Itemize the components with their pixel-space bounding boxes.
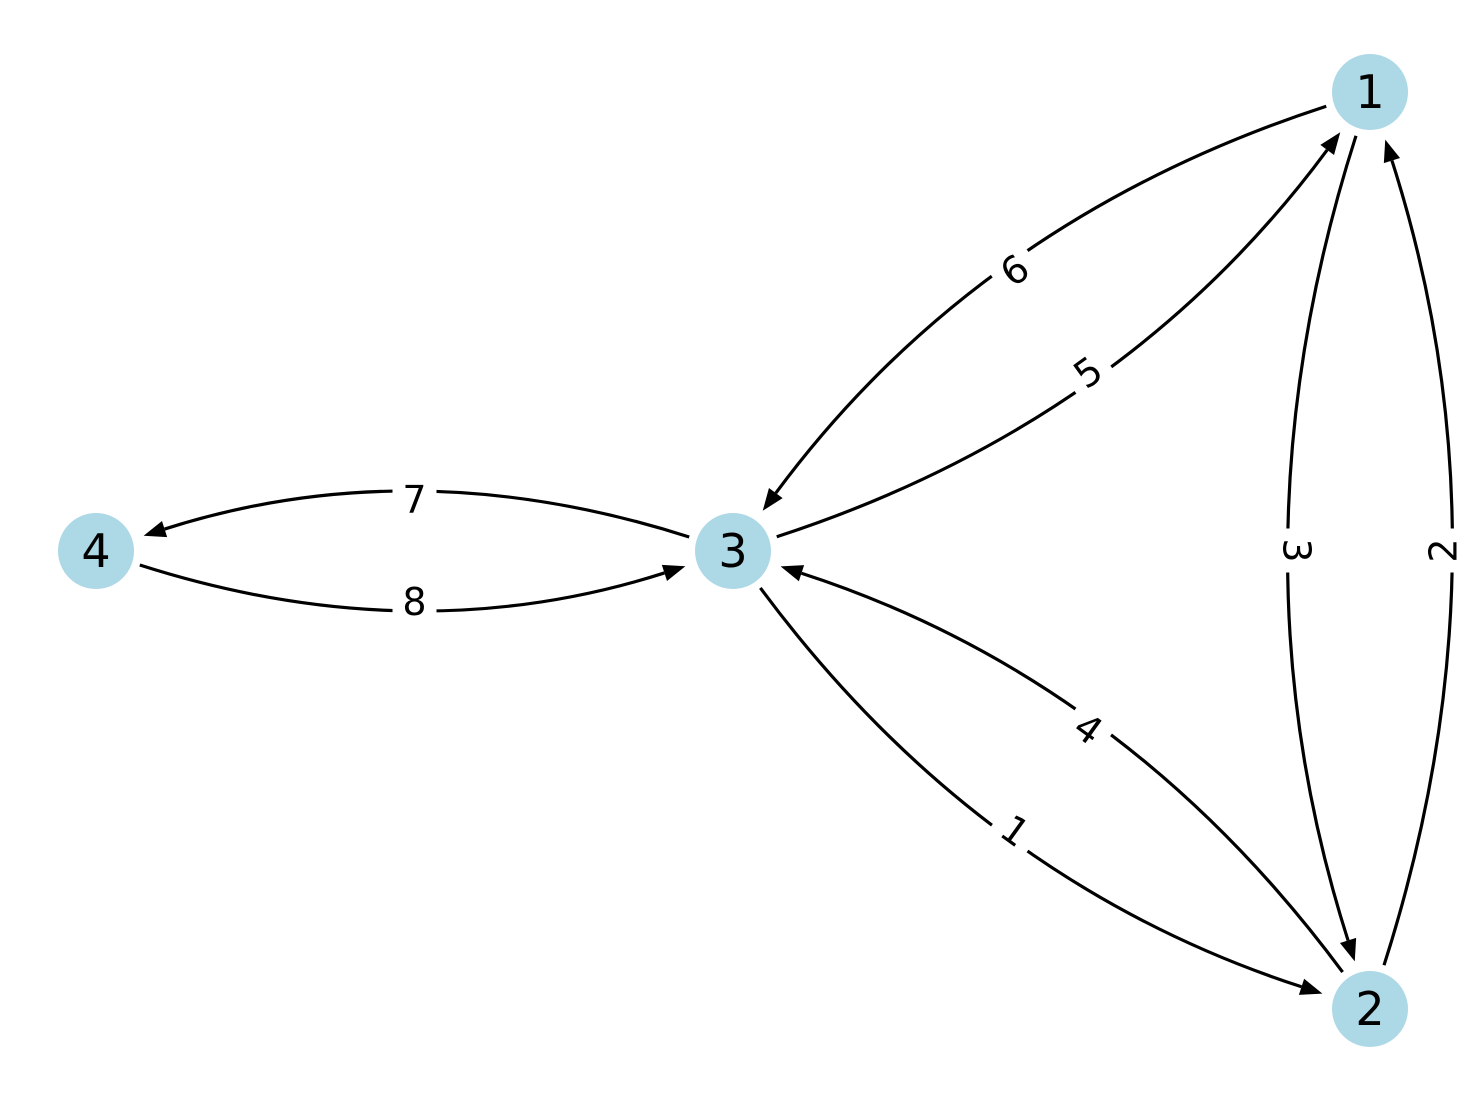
arrowhead-icon bbox=[762, 488, 783, 511]
arrowhead-icon bbox=[1339, 937, 1357, 962]
edge-3-2: 1 bbox=[759, 587, 1323, 995]
edge-label: 7 bbox=[402, 478, 426, 522]
edge-line bbox=[800, 571, 1344, 973]
arrowhead-icon bbox=[780, 565, 805, 582]
node-label: 2 bbox=[1355, 982, 1384, 1036]
edge-2-1: 2 bbox=[1382, 139, 1468, 966]
edge-label: 2 bbox=[1421, 538, 1465, 562]
arrowhead-icon bbox=[1298, 978, 1323, 995]
edge-label: 3 bbox=[1275, 538, 1319, 562]
edge-3-4: 7 bbox=[143, 476, 690, 539]
edge-3-1: 5 bbox=[776, 132, 1341, 539]
edge-line bbox=[774, 104, 1327, 495]
node-label: 4 bbox=[81, 524, 110, 578]
edge-1-3: 6 bbox=[762, 104, 1327, 511]
arrowhead-icon bbox=[1320, 132, 1341, 155]
arrowhead-icon bbox=[661, 564, 686, 582]
node-4: 4 bbox=[58, 513, 134, 589]
node-label: 1 bbox=[1355, 65, 1384, 119]
edge-line bbox=[776, 148, 1329, 539]
node-3: 3 bbox=[695, 513, 771, 589]
arrowhead-icon bbox=[143, 520, 168, 538]
node-circle bbox=[695, 513, 771, 589]
node-1: 1 bbox=[1332, 54, 1408, 130]
node-label: 3 bbox=[718, 524, 747, 578]
edge-2-3: 4 bbox=[780, 565, 1344, 973]
node-circle bbox=[1332, 971, 1408, 1047]
node-circle bbox=[58, 513, 134, 589]
edge-line bbox=[759, 587, 1303, 989]
edge-label: 8 bbox=[402, 580, 426, 624]
node-circle bbox=[1332, 54, 1408, 130]
node-2: 2 bbox=[1332, 971, 1408, 1047]
edge-4-3: 8 bbox=[139, 563, 686, 626]
arrowhead-icon bbox=[1383, 139, 1401, 164]
edge-1-2: 3 bbox=[1272, 135, 1358, 962]
